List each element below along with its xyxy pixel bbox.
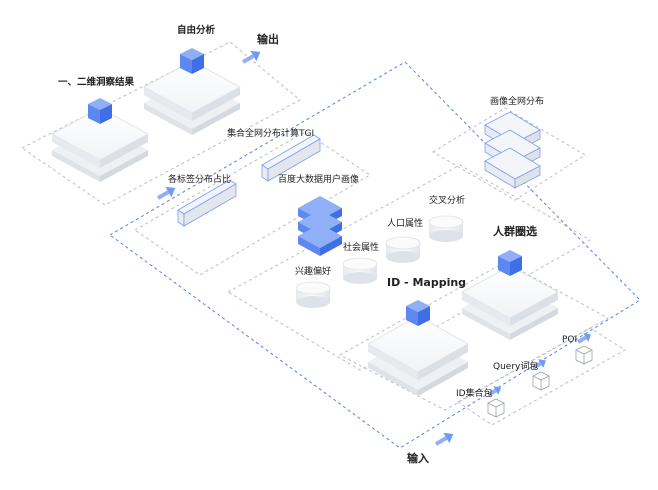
cylinder-interest — [295, 281, 331, 308]
label-input: 输入 — [407, 452, 429, 465]
label-tag-ratio: 各标签分布占比 — [168, 175, 232, 185]
tgi-bar-right — [261, 134, 321, 182]
arrow-icon-id-set — [487, 386, 501, 397]
tgi-bar-left — [177, 179, 237, 227]
cube-icon-free-analysis — [180, 48, 204, 74]
cube-wire-icon-id-set — [487, 398, 505, 418]
label-baidu-portrait: 百度大数据用户画像 — [278, 175, 360, 185]
label-portrait-distribution: 画像全网分布 — [490, 97, 545, 107]
label-id-set-pack: ID集合包 — [456, 389, 493, 399]
cube-icon-two-dim — [88, 98, 112, 124]
bottom-dashed-region — [338, 261, 610, 411]
label-crowd-select: 人群圈选 — [493, 225, 537, 238]
cube-wire-icon-poi — [575, 345, 593, 365]
cylinder-cross — [428, 215, 464, 242]
arrow-icon-input — [435, 432, 454, 446]
baidu-portrait-stack-icon — [298, 196, 342, 256]
arrow-icon-query — [532, 359, 546, 370]
middle-dashed-region — [226, 164, 592, 371]
label-output: 输出 — [257, 33, 279, 46]
arrow-icon-tag-ratio — [157, 186, 176, 200]
label-tgi-calc: 集合全网分布计算TGI — [227, 129, 315, 139]
top-left-dashed-region — [21, 41, 301, 206]
cube-icon-crowd-select — [498, 250, 522, 276]
slab-stack-id-mapping — [366, 315, 470, 396]
arrow-icon-poi — [577, 333, 591, 344]
portrait-distribution-dashed-region — [432, 107, 586, 201]
cylinder-population — [385, 236, 421, 263]
slab-stack-crowd-select — [460, 265, 560, 340]
cylinder-social — [342, 257, 378, 284]
label-two-dim-result: 一、二维洞察结果 — [58, 77, 135, 88]
label-social-attr: 社会属性 — [343, 243, 380, 253]
cube-icon-id-mapping — [406, 300, 430, 326]
tgi-dashed-region — [134, 131, 371, 276]
label-id-mapping: ID - Mapping — [387, 276, 467, 289]
slab-stack-free-analysis — [142, 60, 242, 135]
input-sources-dashed-region — [457, 327, 626, 426]
label-population-attr: 人口属性 — [387, 219, 424, 229]
label-query-pack: Query词包 — [493, 362, 539, 372]
label-interest: 兴趣偏好 — [295, 267, 332, 277]
cube-wire-icon-query — [532, 371, 550, 391]
label-poi: POI — [562, 335, 578, 345]
label-cross-analysis: 交叉分析 — [429, 196, 466, 206]
label-free-analysis: 自由分析 — [177, 25, 216, 36]
arrow-icon-output — [242, 50, 261, 64]
slab-stack-two-dim — [50, 107, 150, 182]
portrait-distribution-stack — [484, 111, 541, 189]
